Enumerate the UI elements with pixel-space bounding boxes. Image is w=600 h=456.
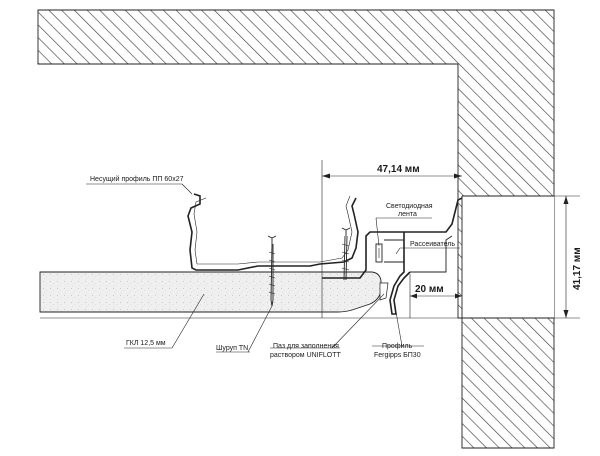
uniflott-groove: [379, 282, 389, 301]
dim-horizontal-offset: 47,14 мм: [377, 164, 420, 175]
label-led-strip-line2: лента: [398, 211, 417, 218]
gypsum-board: [39, 271, 382, 313]
leader-diffuser: [395, 247, 401, 255]
dim-arrow-gap-left: [410, 293, 417, 299]
leader-led-strip: [375, 217, 380, 247]
shadow-profile-return: [410, 235, 453, 273]
label-gkl: ГКЛ 12,5 мм: [126, 340, 166, 347]
dim-arrow-gap-right: [455, 293, 462, 299]
leader-gkl: [171, 293, 205, 349]
bearing-profile: [187, 193, 359, 271]
dim-arrow-top: [563, 196, 569, 204]
label-diffuser: Рассеиватель: [410, 241, 455, 248]
label-profile-line1: Профиль: [382, 343, 413, 350]
label-profile-line2: Fergipps БП30: [374, 352, 421, 359]
dim-arrow-bottom: [563, 310, 569, 318]
diffuser: [384, 239, 405, 263]
shadow-profile-lower-leg: [389, 232, 411, 315]
dim-vertical-height: 41,17 мм: [572, 247, 583, 290]
screw-tn-left: [267, 235, 277, 307]
leader-screw: [247, 305, 273, 353]
label-groove-line1: Паз для заполнения: [273, 343, 339, 350]
label-screw: Шуруп TN: [216, 345, 248, 352]
dim-arrow-left: [322, 173, 330, 179]
wall-plaster-gap: [462, 196, 554, 318]
dim-gap-width: 20 мм: [415, 284, 444, 295]
leader-profile: [395, 311, 403, 347]
shadow-profile-fergipps-bp30: [322, 197, 463, 279]
label-bearing-profile: Несущий профиль ПП 60х27: [90, 175, 184, 183]
dim-arrow-right: [454, 173, 462, 179]
leader-groove: [331, 293, 385, 349]
leader-bearing-profile: [181, 183, 193, 195]
bearing-profile-inner: [193, 195, 353, 265]
screw-tn-right-thread: [341, 243, 350, 271]
label-groove-line2: раствором UNIFLOTT: [270, 352, 342, 359]
screw-tn-left-thread: [268, 251, 276, 295]
screw-tn-right: [341, 227, 351, 281]
label-led-strip-line1: Светодиодная: [386, 203, 433, 210]
